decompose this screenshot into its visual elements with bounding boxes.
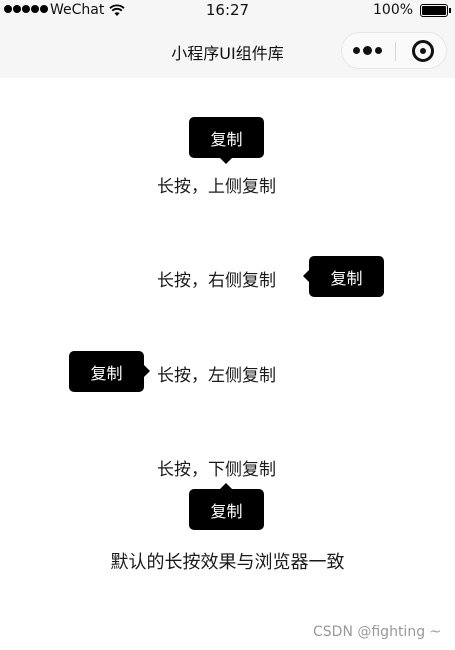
longpress-bottom-text[interactable]: 长按，下侧复制 — [157, 460, 276, 480]
watermark: CSDN @fighting ~ — [313, 624, 442, 640]
status-time: 16:27 — [205, 1, 250, 19]
page-title: 小程序UI组件库 — [171, 44, 284, 63]
tooltip-label: 复制 — [210, 129, 243, 149]
status-bar: WeChat 16:27 100% — [0, 0, 455, 22]
copy-tooltip-bottom[interactable]: 复制 — [189, 483, 264, 530]
tooltip-label: 复制 — [330, 268, 363, 288]
tooltip-arrow — [143, 364, 150, 378]
carrier-label: WeChat — [50, 2, 105, 18]
more-dots-icon[interactable] — [353, 46, 382, 55]
copy-tooltip-top[interactable]: 复制 — [189, 117, 264, 164]
tooltip-label: 复制 — [90, 363, 123, 383]
tooltip-arrow — [219, 157, 233, 164]
default-behavior-note: 默认的长按效果与浏览器一致 — [110, 552, 345, 573]
longpress-right-text[interactable]: 长按，右侧复制 — [157, 271, 276, 291]
battery-percent: 100% — [373, 2, 414, 18]
battery-icon — [420, 4, 451, 17]
copy-tooltip-right[interactable]: 复制 — [303, 256, 384, 297]
longpress-left-text[interactable]: 长按，左侧复制 — [157, 366, 276, 386]
copy-tooltip-left[interactable]: 复制 — [69, 351, 150, 392]
tooltip-arrow — [303, 269, 310, 283]
nav-bar: 小程序UI组件库 — [0, 22, 455, 78]
wifi-icon — [109, 4, 125, 16]
capsule-divider — [395, 42, 396, 61]
longpress-top-text[interactable]: 长按，上侧复制 — [157, 177, 276, 197]
tooltip-arrow — [219, 483, 233, 490]
close-circle-icon[interactable] — [412, 40, 434, 62]
menu-capsule — [341, 32, 447, 69]
tooltip-label: 复制 — [210, 501, 243, 521]
signal-dots-icon — [4, 5, 48, 13]
